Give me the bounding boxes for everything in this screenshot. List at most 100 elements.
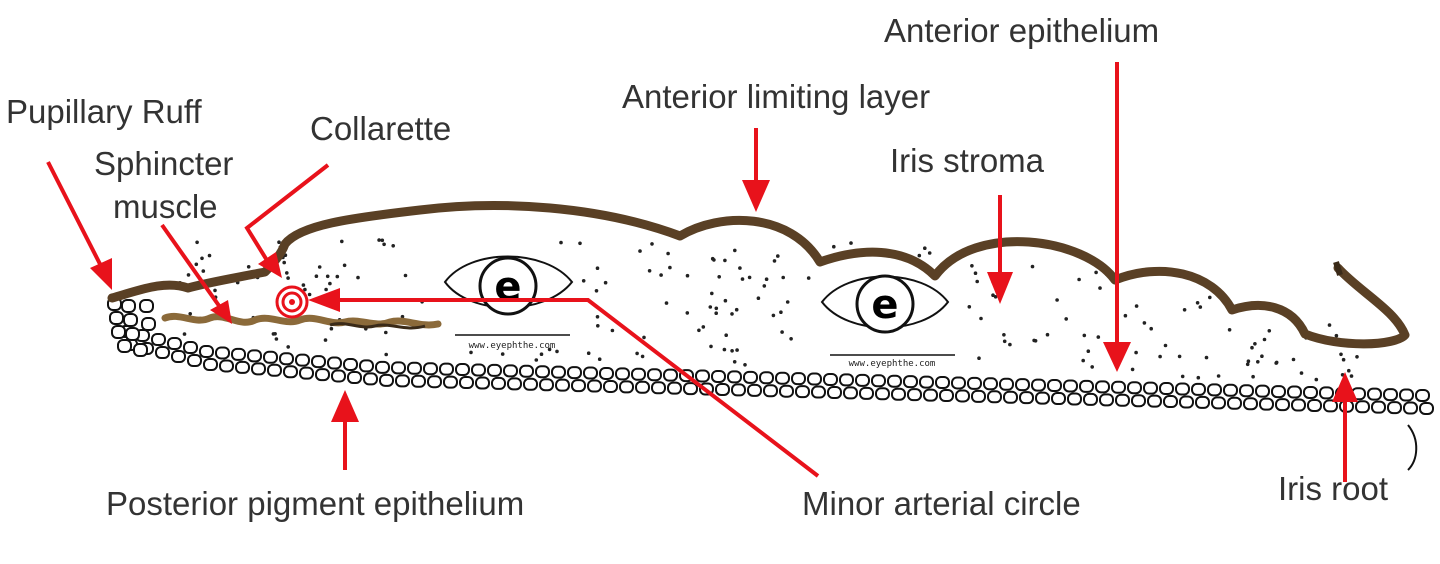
stroma-dot: [780, 330, 784, 334]
stroma-dot: [314, 274, 319, 279]
iris-root-curl: [1407, 424, 1418, 471]
epithelium-cell: [1271, 385, 1286, 399]
stroma-dot: [1082, 333, 1087, 338]
epithelium-cell: [1111, 380, 1126, 394]
stroma-dot: [1291, 357, 1296, 362]
stroma-dot: [200, 256, 204, 261]
epithelium-cell: [1127, 381, 1142, 395]
epithelium-cell: [1047, 379, 1062, 393]
stroma-dot: [323, 338, 328, 342]
epithelium-cell: [711, 369, 726, 383]
sphincter-muscle: [161, 312, 442, 329]
epithelium-cell: [187, 354, 202, 367]
epithelium-cell: [235, 360, 250, 374]
anterior-epithelium-arrow: [1103, 62, 1131, 372]
epithelium-cell: [923, 388, 938, 402]
minor-arterial-circle-arrow: [308, 288, 820, 478]
stroma-dot: [1077, 277, 1081, 282]
stroma-dot: [1098, 286, 1102, 290]
minor-arterial-circle-vessel: [275, 285, 309, 319]
stroma-dot: [595, 315, 600, 319]
stroma-dot: [1142, 321, 1147, 325]
stroma-dot: [785, 300, 790, 304]
label-sphincter-line2: muscle: [113, 188, 218, 225]
epithelium-cell: [1035, 391, 1050, 405]
epithelium-cell: [133, 343, 148, 357]
epithelium-cell: [1179, 395, 1194, 409]
epithelium-cell: [1195, 395, 1210, 409]
stroma-dot: [1267, 329, 1272, 333]
epithelium-cell: [667, 381, 682, 395]
label-sphincter-line1: Sphincter: [94, 145, 233, 182]
epithelium-cell: [743, 370, 758, 384]
epithelium-cell: [1063, 379, 1078, 393]
stroma-dot: [325, 274, 330, 279]
stroma-dot: [547, 347, 552, 352]
stroma-dot: [668, 265, 672, 270]
epithelium-cell: [299, 366, 314, 380]
stroma-dot: [710, 291, 714, 296]
stroma-dot: [781, 275, 785, 280]
stroma-dot: [384, 330, 388, 335]
stroma-dot: [747, 275, 752, 280]
stroma-dot: [1204, 355, 1209, 360]
stroma-dot: [377, 238, 381, 242]
epithelium-cell: [775, 371, 790, 385]
stroma-dot: [733, 248, 737, 253]
label-pupillary-ruff: Pupillary Ruff: [6, 93, 202, 130]
epithelium-cell: [203, 358, 218, 371]
epithelium-cell: [859, 386, 874, 400]
epithelium-cell: [141, 317, 156, 331]
stroma-dot: [991, 293, 995, 298]
stroma-dot: [735, 348, 739, 352]
stroma-dot: [714, 311, 718, 316]
label-iris-stroma: Iris stroma: [890, 142, 1045, 179]
stroma-dot: [317, 265, 322, 269]
stroma-dot: [1299, 371, 1304, 375]
stroma-dot: [1260, 354, 1264, 359]
epithelium-cell: [747, 383, 762, 397]
epithelium-cell: [887, 374, 902, 388]
epithelium-cell: [267, 363, 282, 377]
epithelium-cell: [1015, 378, 1030, 392]
stroma-dot: [635, 351, 639, 356]
posterior-pigment-epithelium-arrow: [331, 390, 359, 470]
epithelium-cell: [651, 381, 666, 395]
epithelium-cell: [247, 349, 262, 363]
stroma-dot: [1177, 354, 1182, 359]
stroma-dot: [400, 314, 405, 319]
epithelium-cell: [955, 389, 970, 403]
stroma-dot: [1341, 357, 1346, 362]
stroma-dot: [1182, 308, 1187, 312]
stroma-dot: [967, 305, 972, 309]
epithelium-cell: [903, 375, 918, 389]
stroma-dot: [1134, 350, 1138, 355]
stroma-dot: [740, 277, 745, 281]
epithelium-cell: [109, 311, 124, 325]
epithelium-cell: [491, 376, 506, 390]
epithelium-cell: [795, 385, 810, 399]
epithelium-cell: [1031, 378, 1046, 392]
epithelium-cell: [603, 379, 618, 393]
epithelium-cell: [1223, 383, 1238, 397]
epithelium-cell: [315, 368, 330, 382]
epithelium-cell: [967, 376, 982, 390]
stroma-dot: [342, 263, 347, 268]
stroma-dot: [356, 275, 360, 280]
pupillary-ruff-arrow: [46, 161, 112, 290]
stroma-dot: [1314, 377, 1319, 382]
stroma-dot: [701, 325, 706, 329]
collarette-arrow: [244, 163, 330, 278]
stroma-dot: [685, 273, 690, 278]
epithelium-cell: [683, 382, 698, 396]
epithelium-cell: [123, 313, 138, 327]
epithelium-cell: [125, 327, 140, 341]
epithelium-cell: [1051, 392, 1066, 406]
epithelium-cell: [1307, 398, 1322, 412]
epithelium-cell: [791, 372, 806, 386]
epithelium-cell: [215, 346, 230, 360]
iris-root-arrow: [1332, 372, 1358, 482]
watermark-logo-2: e www.eyephthe.com: [820, 274, 955, 369]
epithelium-cell: [1115, 393, 1130, 407]
epithelium-cell: [343, 357, 358, 371]
